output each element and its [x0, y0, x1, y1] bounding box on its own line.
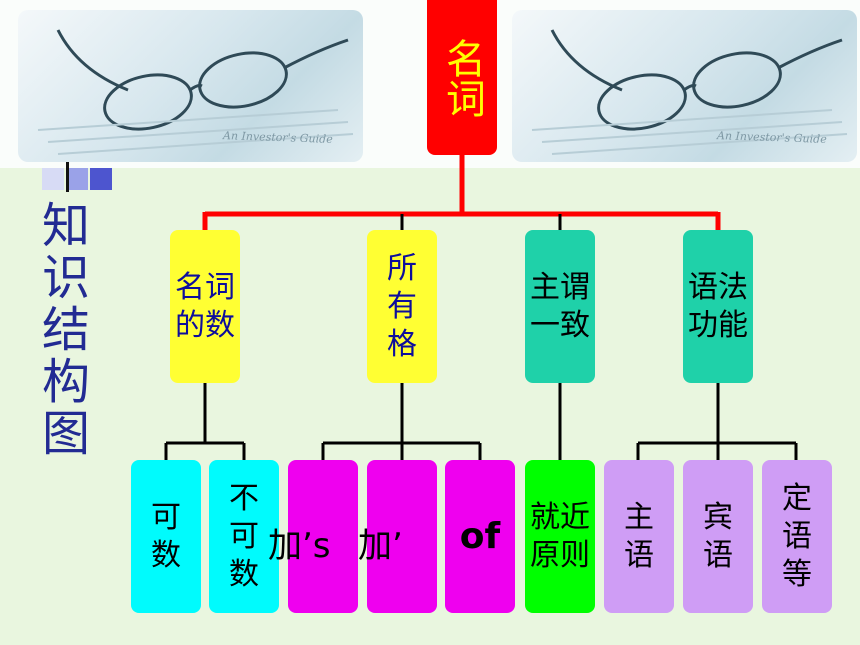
glasses-photo-left: An Investor's Guide	[18, 10, 363, 162]
root-label: 名词	[439, 37, 485, 118]
leaf-label: 不可数	[229, 480, 259, 592]
leaf-label: 可数	[151, 499, 181, 573]
diagram-title: 知识结构图	[41, 198, 90, 462]
leaf-countable: 可数	[131, 460, 201, 613]
glasses-photo-right: An Investor's Guide	[512, 10, 857, 162]
leaf-subject: 主语	[604, 460, 674, 613]
node-label: 所有格	[387, 250, 417, 362]
node-label: 名词的数	[175, 269, 235, 343]
root-node: 名词	[427, 0, 497, 155]
leaf-label: of	[459, 515, 501, 557]
leaf-proximity-principle: 就近原则	[525, 460, 595, 613]
leaf-of: of	[445, 460, 515, 613]
node-label: 语法功能	[688, 269, 748, 343]
title-decoration	[42, 162, 112, 192]
node-possessive: 所有格	[367, 230, 437, 383]
node-label: 主谓一致	[530, 269, 590, 343]
leaf-add-apostrophe-s	[288, 460, 358, 613]
leaf-object: 宾语	[683, 460, 753, 613]
leaf-label: 就近原则	[530, 499, 590, 573]
leaf-label: 主语	[624, 499, 654, 573]
leaf-label: 宾语	[703, 499, 733, 573]
overlay-add-apostrophe: 加’	[358, 526, 403, 566]
leaf-label: 定语等	[782, 480, 812, 592]
node-grammar-function: 语法功能	[683, 230, 753, 383]
node-subject-verb-agreement: 主谓一致	[525, 230, 595, 383]
leaf-add-apostrophe	[367, 460, 437, 613]
leaf-uncountable: 不可数	[209, 460, 279, 613]
node-noun-number: 名词的数	[170, 230, 240, 383]
overlay-add-s: 加’s	[268, 526, 331, 566]
leaf-attributive: 定语等	[762, 460, 832, 613]
